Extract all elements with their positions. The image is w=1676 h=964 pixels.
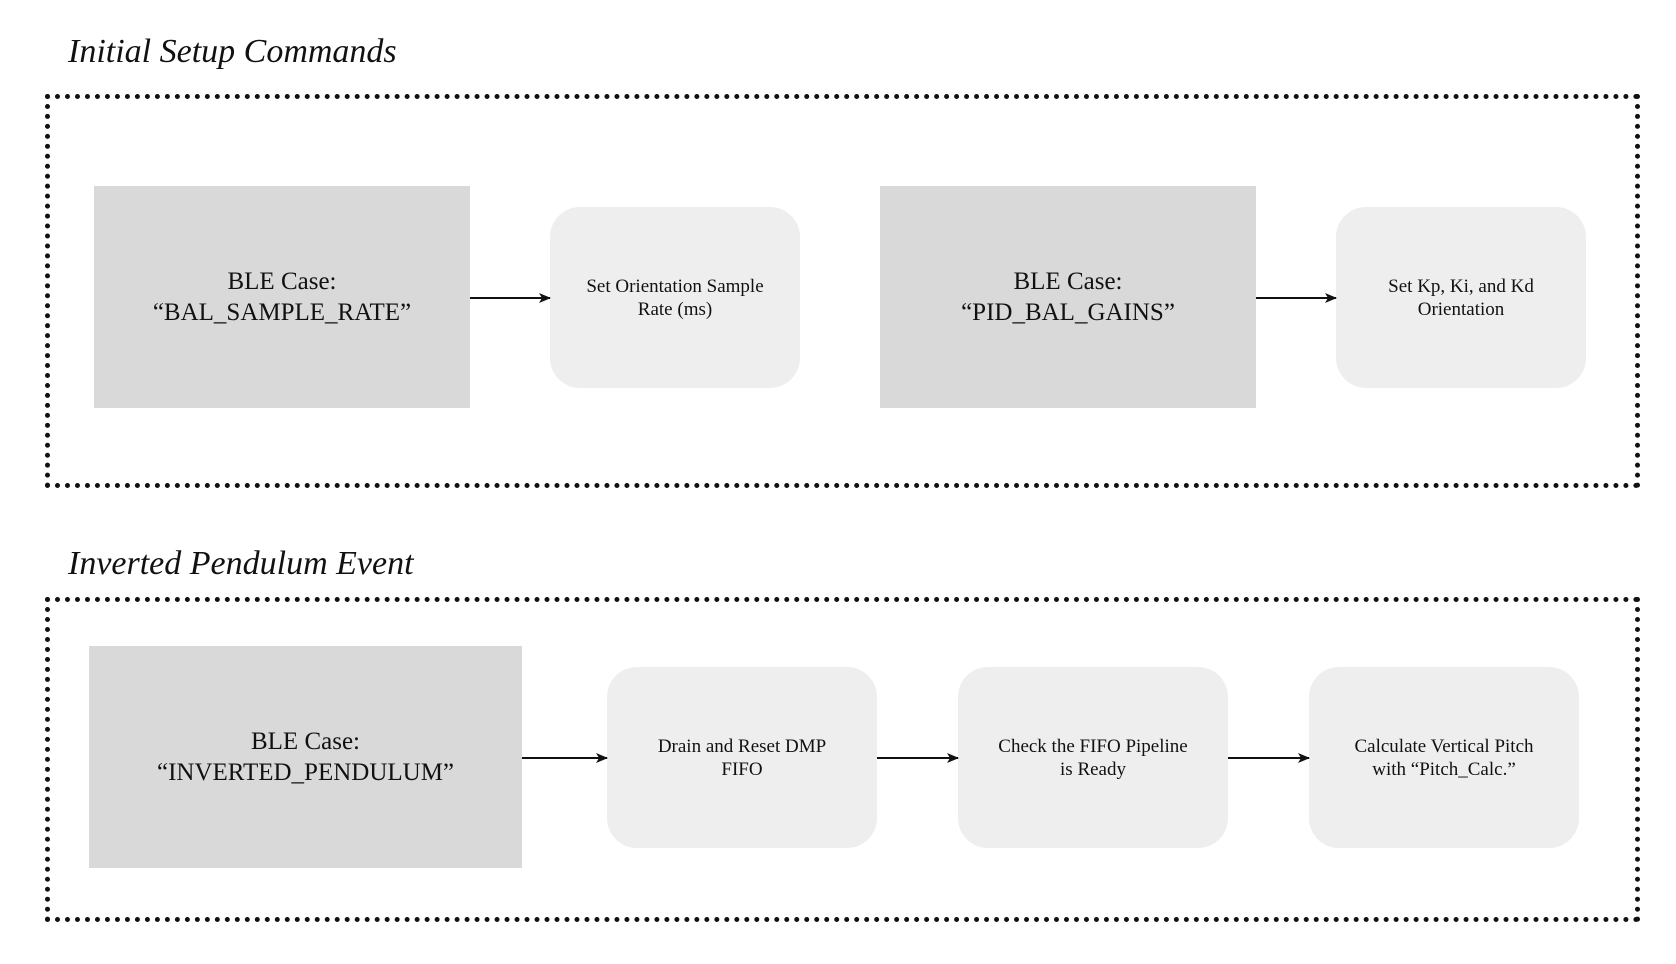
node-label-line2: Rate (ms) (637, 298, 713, 320)
node-label-line2: “BAL_SAMPLE_RATE” (152, 299, 412, 326)
node-ble-case-bal-sample-rate: BLE Case: “BAL_SAMPLE_RATE” (94, 186, 470, 408)
node-label-line1: BLE Case: (250, 728, 360, 755)
group-frame-inverted-pendulum (45, 597, 1640, 922)
node-label-line1: Set Orientation Sample (586, 275, 764, 297)
node-label-line2: “INVERTED_PENDULUM” (156, 759, 455, 786)
node-label-line1: Drain and Reset DMP (657, 735, 827, 757)
node-ble-case-inverted-pendulum: BLE Case: “INVERTED_PENDULUM” (89, 646, 522, 868)
node-label-line1: Set Kp, Ki, and Kd (1388, 275, 1534, 297)
node-label-line1: BLE Case: (1013, 268, 1123, 295)
section-title-initial-setup: Initial Setup Commands (68, 33, 397, 70)
node-check-fifo-pipeline: Check the FIFO Pipeline is Ready (958, 667, 1228, 848)
node-label-line1: Check the FIFO Pipeline (998, 735, 1188, 757)
node-label-line2: Orientation (1417, 298, 1505, 320)
node-drain-reset-dmp-fifo: Drain and Reset DMP FIFO (607, 667, 877, 848)
node-label-line2: “PID_BAL_GAINS” (961, 299, 1175, 326)
node-calculate-vertical-pitch: Calculate Vertical Pitch with “Pitch_Cal… (1309, 667, 1579, 848)
section-title-inverted-pendulum: Inverted Pendulum Event (68, 545, 414, 582)
node-label-line1: Calculate Vertical Pitch (1354, 735, 1534, 757)
node-set-orientation-sample-rate: Set Orientation Sample Rate (ms) (550, 207, 800, 388)
node-ble-case-pid-bal-gains: BLE Case: “PID_BAL_GAINS” (880, 186, 1256, 408)
node-set-kp-ki-kd: Set Kp, Ki, and Kd Orientation (1336, 207, 1586, 388)
node-label-line2: is Ready (1060, 758, 1126, 780)
node-label-line2: with “Pitch_Calc.” (1372, 758, 1516, 780)
group-frame-initial-setup (45, 94, 1640, 488)
node-label-line2: FIFO (721, 758, 763, 780)
node-label-line1: BLE Case: (227, 268, 337, 295)
